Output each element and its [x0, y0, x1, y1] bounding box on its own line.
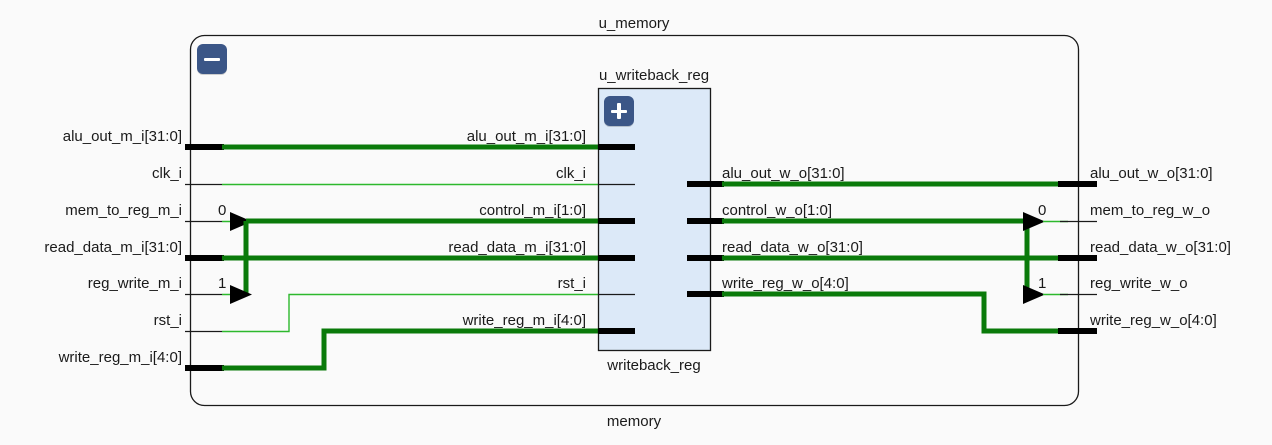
wire-write_reg_w_o[interactable] [722, 291, 1062, 334]
inner-block-type-title: writeback_reg [607, 357, 701, 374]
port-label-left-4: reg_write_m_i [87, 275, 182, 292]
inner-input-label-3: read_data_m_i[31:0] [448, 239, 586, 256]
port-label-right-1: mem_to_reg_w_o [1090, 202, 1211, 219]
inner-input-label-4: rst_i [557, 275, 586, 292]
inner-input-label-0: alu_out_m_i[31:0] [466, 128, 586, 145]
port-label-left-3: read_data_m_i[31:0] [44, 239, 182, 256]
arrow-reg_write_m_i [230, 285, 252, 304]
inner-output-label-1: control_w_o[1:0] [722, 202, 833, 219]
wire-rst_i[interactable] [222, 293, 622, 333]
expand-plus-icon[interactable] [604, 96, 634, 126]
port-label-left-1: clk_i [151, 165, 182, 182]
port-value-mem_to_reg_m_i: 0 [218, 202, 227, 219]
port-label-left-5: rst_i [153, 312, 182, 329]
outer-block-type-title: memory [606, 413, 662, 430]
inner-output-label-3: write_reg_w_o[4:0] [722, 275, 849, 292]
port-label-left-0: alu_out_m_i[31:0] [62, 128, 182, 145]
port-label-left-6: write_reg_m_i[4:0] [58, 349, 182, 366]
port-label-right-3: reg_write_w_o [1090, 275, 1188, 292]
outer-block-memory[interactable] [189, 34, 1080, 407]
inner-input-label-2: control_m_i[1:0] [479, 202, 586, 219]
port-label-right-2: read_data_w_o[31:0] [1090, 239, 1231, 256]
inner-input-label-1: clk_i [555, 165, 586, 182]
wire-write_reg_m_i[interactable] [222, 328, 622, 371]
inner-output-label-2: read_data_w_o[31:0] [722, 239, 863, 256]
arrow-reg_write_w_o [1023, 285, 1045, 304]
port-value-reg_write_w_o: 1 [1038, 275, 1047, 292]
port-label-right-4: write_reg_w_o[4:0] [1090, 312, 1217, 329]
arrow-mem_to_reg_w_o [1023, 212, 1045, 231]
port-label-left-2: mem_to_reg_m_i [65, 202, 182, 219]
outer-block-instance-title: u_memory [598, 15, 670, 32]
port-label-right-0: alu_out_w_o[31:0] [1090, 165, 1213, 182]
port-value-reg_write_m_i: 1 [218, 275, 227, 292]
arrow-mem_to_reg_m_i [230, 212, 252, 231]
inner-input-label-5: write_reg_m_i[4:0] [462, 312, 586, 329]
inner-output-label-0: alu_out_w_o[31:0] [722, 165, 845, 182]
collapse-minus-icon[interactable] [197, 44, 227, 74]
port-value-mem_to_reg_w_o: 0 [1038, 202, 1047, 219]
inner-block-instance-title: u_writeback_reg [598, 67, 710, 84]
